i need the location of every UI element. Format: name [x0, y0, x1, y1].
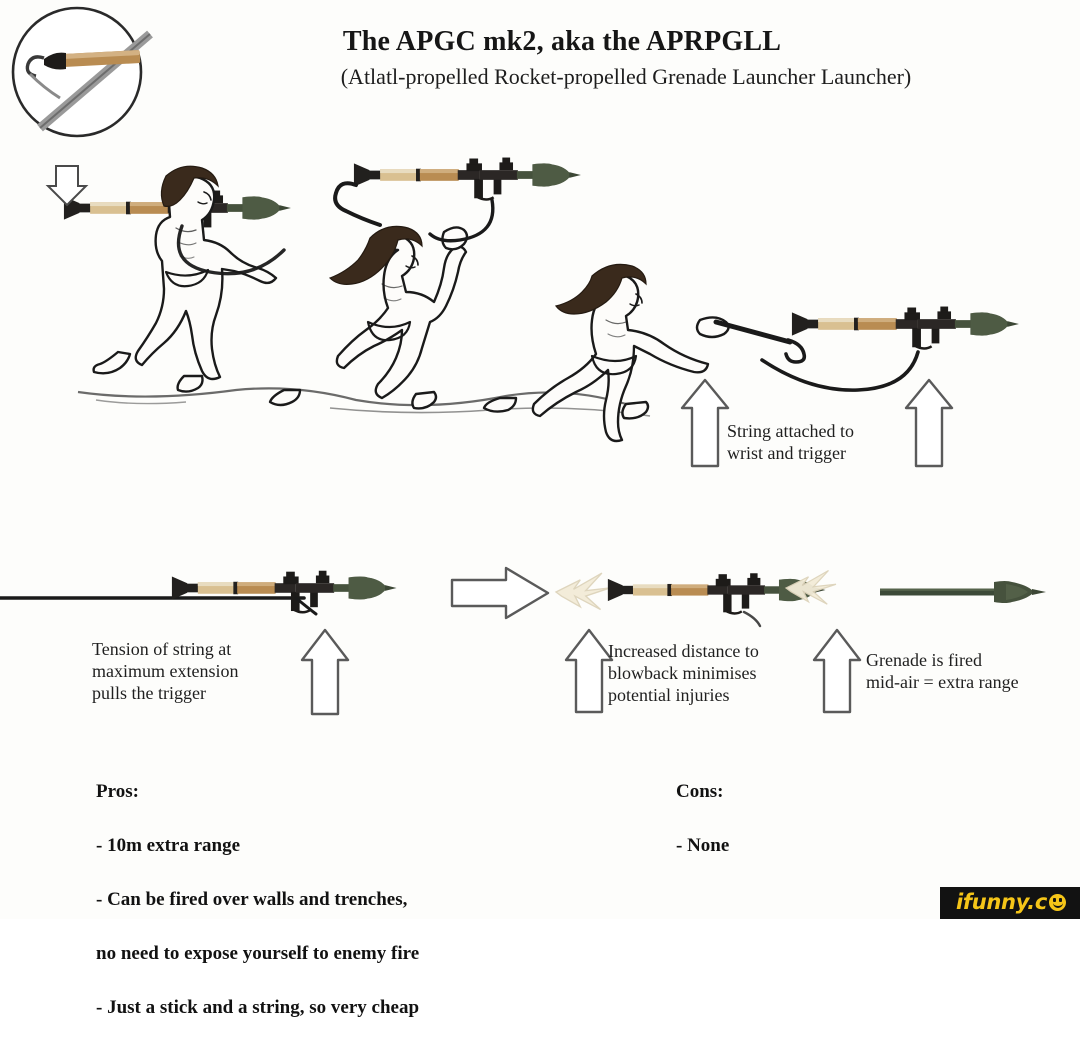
- illustration-layer: [0, 6, 1046, 716]
- pros-item: - 10m extra range: [96, 834, 241, 856]
- watermark-text: ifunny.c: [956, 890, 1047, 914]
- launcher-firing-with-backblast: [555, 569, 837, 628]
- atlatl-inset-illustration: [11, 6, 153, 138]
- pros-heading: Pros:: [96, 780, 139, 802]
- annotation-string-tension: Tension of string at maximum extension p…: [92, 639, 239, 703]
- annotation-midair-range: Grenade is fired mid-air = extra range: [866, 650, 1019, 692]
- launcher-in-flight: [760, 305, 1021, 392]
- callout-arrow-blowback: [564, 628, 614, 714]
- launcher-at-full-extension: [0, 569, 398, 616]
- figure-caveman-follow-through: [482, 263, 807, 443]
- process-arrow-right: [450, 566, 550, 620]
- figure-caveman-throwing-launcher: [268, 156, 583, 410]
- figure-caveman-carrying-launcher: [45, 165, 293, 393]
- callout-arrow-tension: [300, 628, 350, 716]
- smiley-face-icon: [1049, 894, 1066, 911]
- grenade-in-flight: [880, 581, 1046, 603]
- pros-item: no need to expose yourself to enemy fire: [96, 942, 420, 964]
- page-title: The APGC mk2, aka the APRPGLL: [342, 26, 782, 57]
- page-subtitle: (Atlatl-propelled Rocket-propelled Grena…: [340, 64, 912, 89]
- pros-item: - Just a stick and a string, so very che…: [96, 996, 420, 1018]
- callout-arrow-wrist-right: [904, 378, 954, 468]
- meme-canvas: The APGC mk2, aka the APRPGLL (Atlatl-pr…: [0, 6, 1080, 1018]
- annotation-blowback-distance: Increased distance to blowback minimises…: [608, 641, 759, 705]
- callout-arrow-wrist-left: [680, 378, 730, 468]
- pros-item: - Can be fired over walls and trenches,: [96, 888, 408, 910]
- cons-block: Cons: - None: [676, 752, 729, 887]
- rear-indicator-arrow: [45, 165, 89, 207]
- cons-item: - None: [676, 834, 730, 856]
- ifunny-watermark: ifunny.c: [940, 887, 1080, 919]
- cons-heading: Cons:: [676, 780, 724, 802]
- pros-block: Pros: - 10m extra range - Can be fired o…: [96, 752, 419, 1049]
- annotation-string-wrist: String attached to wrist and trigger: [727, 421, 854, 463]
- callout-arrow-midair: [812, 628, 862, 714]
